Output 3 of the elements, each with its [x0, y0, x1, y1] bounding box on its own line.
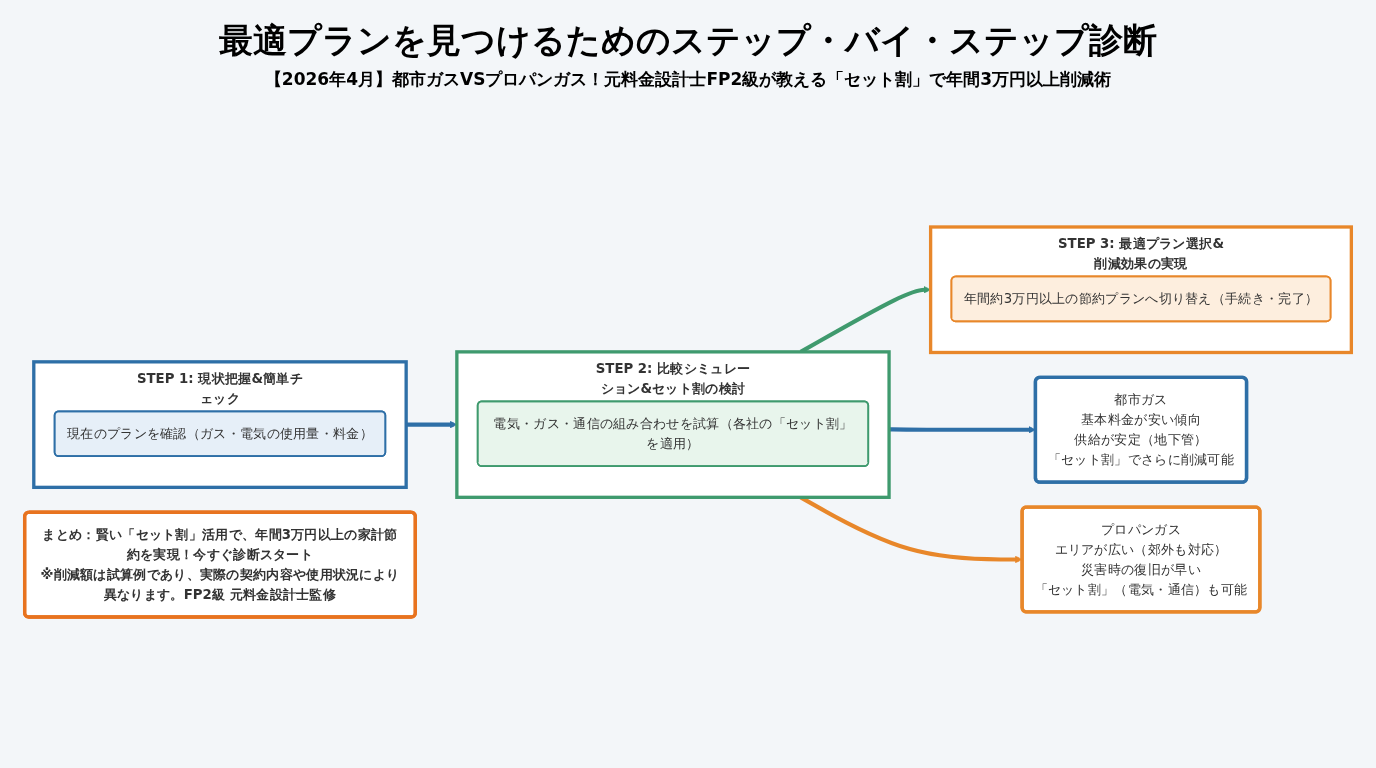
subtitle: 【2026年4月】都市ガスVSプロパンガス！元料金設計士FP2級が教える「セット割」で年間3万円以上削減術	[264, 69, 1112, 89]
arrow	[889, 426, 1036, 434]
title: 最適プランを見つけるためのステップ・バイ・ステップ診断	[218, 19, 1158, 62]
